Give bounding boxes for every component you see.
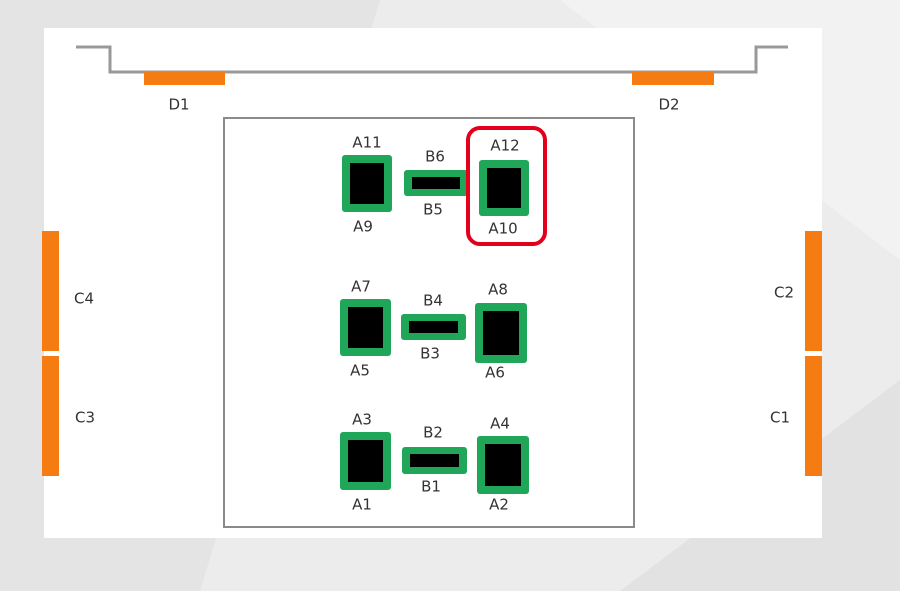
label-a1: A1 (352, 495, 372, 514)
side-c4-bar[interactable] (42, 231, 59, 351)
label-a8: A8 (488, 280, 508, 299)
door-d2-label: D2 (658, 95, 680, 114)
label-a7: A7 (351, 277, 371, 296)
unit-a11-a9[interactable] (342, 155, 392, 212)
label-b1: B1 (421, 477, 441, 496)
bridge-b2-b1[interactable] (402, 447, 467, 474)
unit-a7-a5[interactable] (340, 299, 391, 356)
door-d2-bar[interactable] (632, 72, 714, 85)
label-b2: B2 (423, 423, 443, 442)
label-a2: A2 (489, 495, 509, 514)
label-b5: B5 (423, 200, 443, 219)
door-d1-bar[interactable] (144, 72, 225, 85)
label-b3: B3 (420, 344, 440, 363)
label-a5: A5 (350, 361, 370, 380)
equipment-zone (223, 117, 635, 528)
label-a11: A11 (352, 133, 382, 152)
label-a3: A3 (352, 410, 372, 429)
label-a4: A4 (490, 414, 510, 433)
unit-a12-a10[interactable] (479, 160, 529, 216)
bridge-b4-b3[interactable] (401, 314, 466, 340)
side-c1-bar[interactable] (805, 356, 822, 476)
label-b6: B6 (425, 147, 445, 166)
side-c3-bar[interactable] (42, 356, 59, 476)
label-a6: A6 (485, 363, 505, 382)
label-a9: A9 (353, 217, 373, 236)
label-b4: B4 (423, 291, 443, 310)
label-a10: A10 (488, 219, 518, 238)
bridge-b6-b5[interactable] (404, 170, 468, 196)
side-c4-label: C4 (73, 289, 95, 308)
unit-a3-a1[interactable] (340, 432, 391, 490)
unit-a4-a2[interactable] (477, 436, 529, 494)
unit-a8-a6[interactable] (475, 303, 527, 363)
selection-highlight (466, 126, 547, 246)
door-d1-label: D1 (168, 95, 190, 114)
side-c2-bar[interactable] (805, 231, 822, 351)
side-c3-label: C3 (74, 408, 96, 427)
back-wall-outline (76, 45, 788, 74)
side-c1-label: C1 (769, 408, 791, 427)
side-c2-label: C2 (773, 283, 795, 302)
label-a12: A12 (490, 136, 520, 155)
